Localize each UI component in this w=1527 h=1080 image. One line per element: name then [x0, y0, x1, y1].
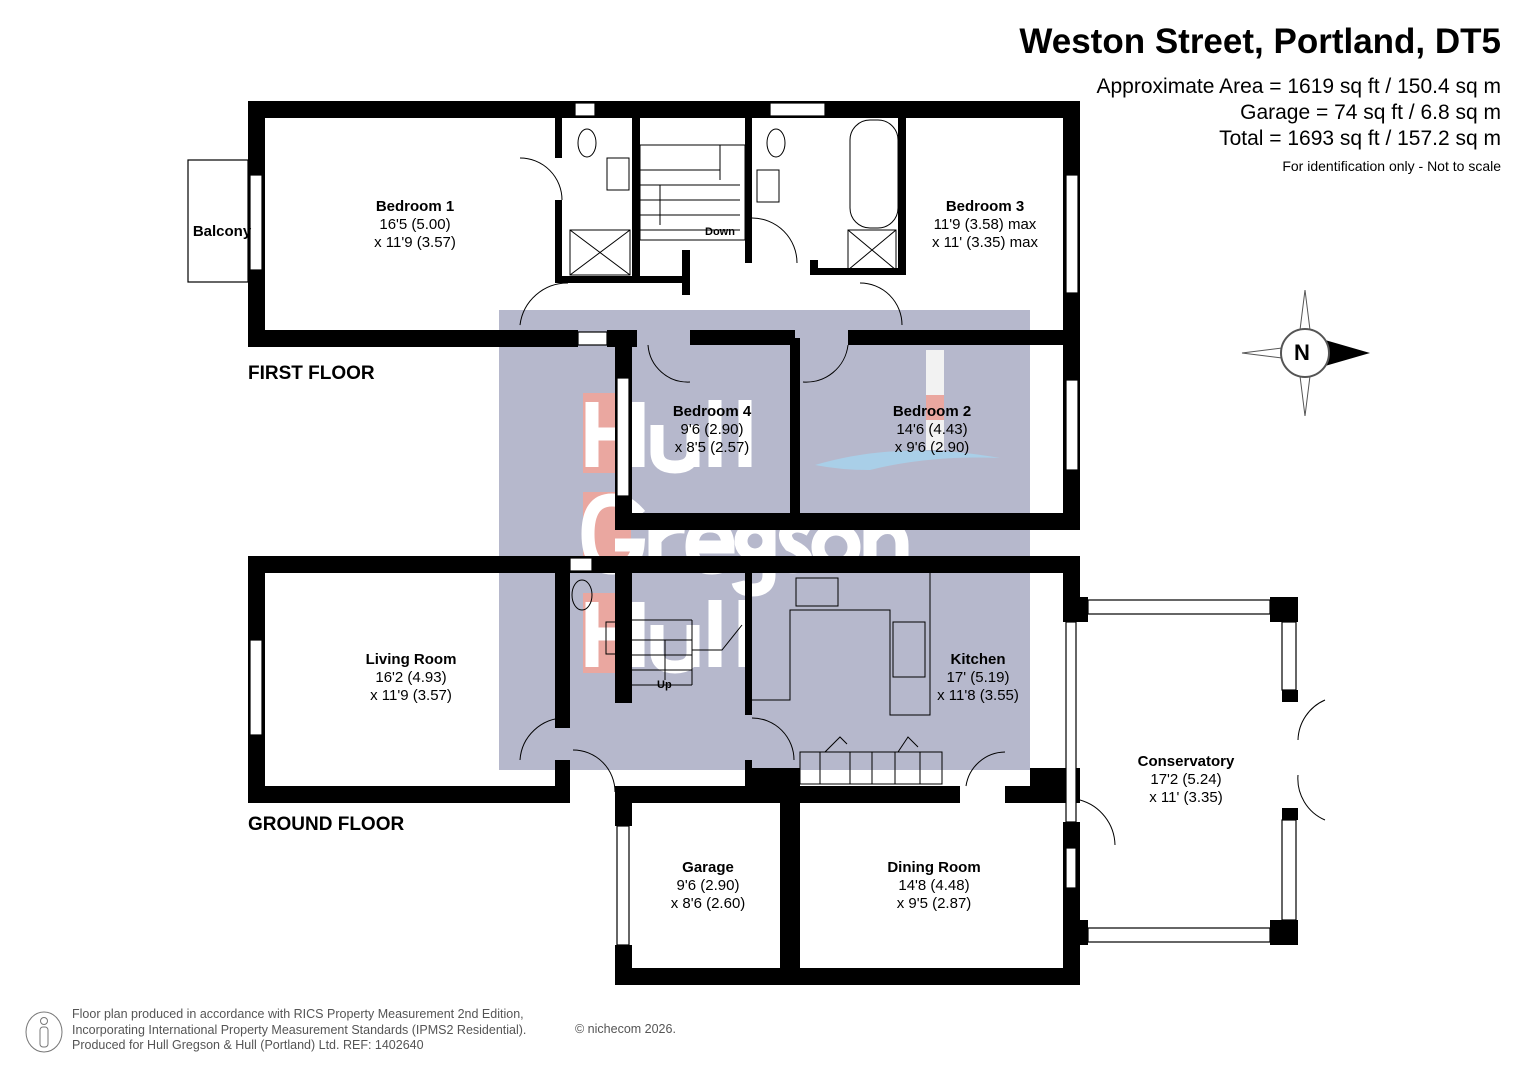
windows — [187, 102, 1297, 946]
room-balcony: Balcony — [192, 223, 252, 240]
stairs-up-label: Up — [657, 679, 672, 691]
ground-floor-label: GROUND FLOOR — [248, 814, 405, 835]
garage-area: Garage = 74 sq ft / 6.8 sq m — [1240, 101, 1501, 124]
stairs-down-label: Down — [705, 226, 735, 238]
compass-icon — [1241, 289, 1370, 417]
total-area: Total = 1693 sq ft / 157.2 sq m — [1219, 127, 1501, 150]
property-title: Weston Street, Portland, DT5 — [1019, 22, 1501, 61]
footer-text: Floor plan produced in accordance with R… — [72, 1007, 527, 1052]
first-floor-label: FIRST FLOOR — [248, 363, 375, 384]
approximate-area: Approximate Area = 1619 sq ft / 150.4 sq… — [1096, 75, 1502, 98]
compass-north-label: N — [1294, 340, 1310, 365]
disclaimer: For identification only - Not to scale — [1282, 158, 1501, 174]
copyright: © nichecom 2026. — [575, 1022, 676, 1036]
fixtures — [519, 119, 1326, 846]
person-icon — [25, 1011, 63, 1053]
